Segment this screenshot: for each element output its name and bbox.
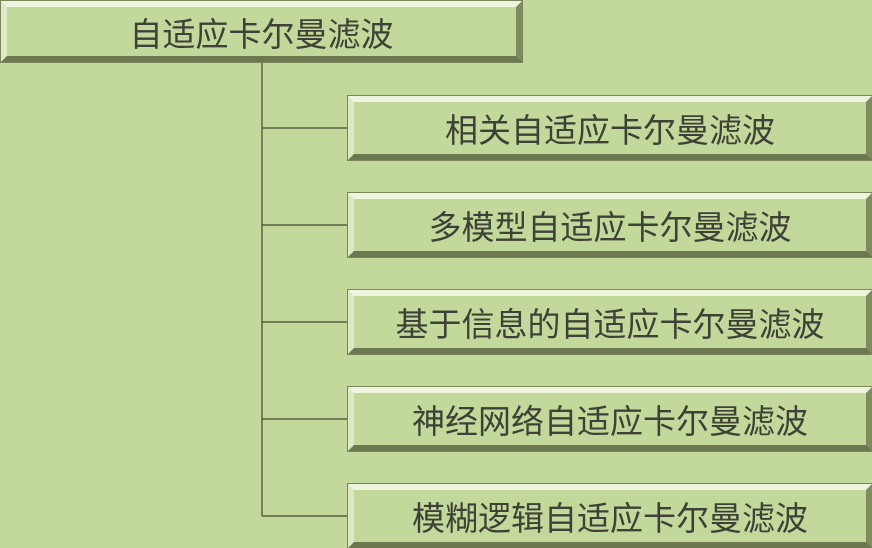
child-node-label: 模糊逻辑自适应卡尔曼滤波: [412, 499, 808, 538]
child-node-label: 神经网络自适应卡尔曼滤波: [412, 402, 808, 441]
root-node: 自适应卡尔曼滤波: [0, 0, 523, 63]
root-node-label: 自适应卡尔曼滤波: [129, 14, 394, 54]
child-node-innovation-based: 基于信息的自适应卡尔曼滤波: [347, 289, 872, 355]
child-node-correlation: 相关自适应卡尔曼滤波: [347, 95, 872, 161]
child-node-label: 相关自适应卡尔曼滤波: [445, 111, 775, 150]
child-node-multiple-model: 多模型自适应卡尔曼滤波: [347, 192, 872, 258]
child-node-label: 多模型自适应卡尔曼滤波: [428, 208, 792, 247]
child-node-label: 基于信息的自适应卡尔曼滤波: [395, 305, 825, 344]
child-node-neural-network: 神经网络自适应卡尔曼滤波: [347, 386, 872, 452]
child-node-fuzzy-logic: 模糊逻辑自适应卡尔曼滤波: [347, 483, 872, 548]
